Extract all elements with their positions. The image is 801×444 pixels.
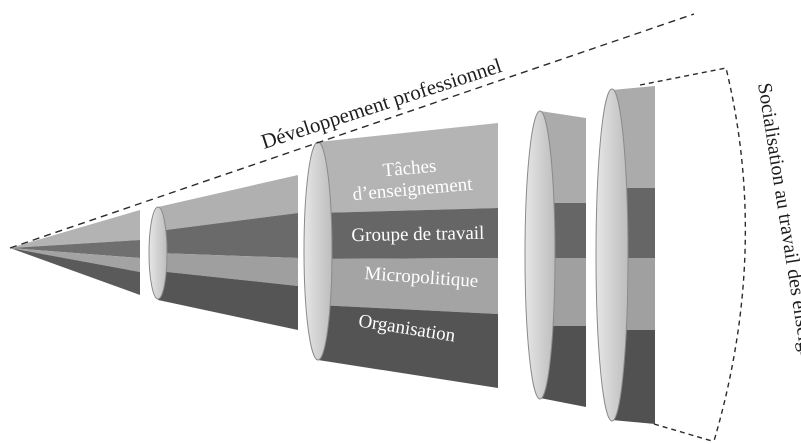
cone-segment-2 xyxy=(148,175,298,330)
cone-segment-4 xyxy=(524,110,586,407)
layer-label-taches: Tâches xyxy=(382,156,437,182)
layer-label-groupe: Groupe de travail xyxy=(351,223,484,246)
right-label: Socialisation au travail des enseignants xyxy=(753,81,801,394)
cone-segment-1 xyxy=(10,210,140,295)
top-dashed-line xyxy=(9,13,695,249)
cone-segment-5 xyxy=(595,86,655,424)
bottom-dashed-line xyxy=(653,423,713,442)
right-dashed-arc xyxy=(639,67,747,442)
cone-segment-3 xyxy=(303,123,498,388)
